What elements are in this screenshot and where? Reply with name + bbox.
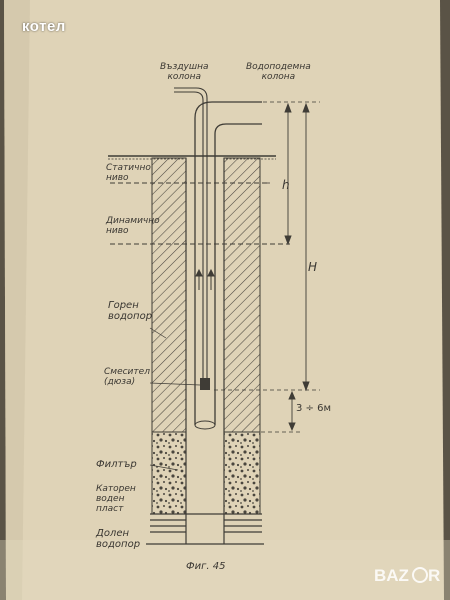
label-lower-aquitard: Долен водопор <box>96 528 141 550</box>
label-dim-depth: 3 ÷ 6м <box>296 403 332 414</box>
mixer-nozzle <box>200 378 210 390</box>
watermark-title: котел <box>22 18 66 35</box>
label-static-level: Статично ниво <box>106 163 151 183</box>
label-mixer: Смесител (дюза) <box>104 367 150 387</box>
label-lift-column: Водоподемна колона <box>246 62 311 82</box>
dimension-depth <box>288 390 296 432</box>
air-column <box>174 87 208 380</box>
label-aquifer: Каторен воден пласт <box>96 484 136 514</box>
label-dynamic-level: Динамично ниво <box>106 216 160 236</box>
label-filter: Филтър <box>96 459 137 470</box>
label-dim-h: h <box>282 178 290 192</box>
upper-aquitard-right <box>223 157 261 433</box>
upper-aquitard-left <box>151 157 187 433</box>
dimension-H <box>302 102 310 392</box>
svg-text:BAZ: BAZ <box>374 566 409 585</box>
bazar-logo: BAZ R <box>372 562 444 588</box>
lower-aquitard <box>146 513 264 545</box>
label-dim-H: H <box>308 260 318 274</box>
svg-text:R: R <box>428 566 440 585</box>
label-air-column: Въздушна колона <box>160 62 209 82</box>
flow-arrows <box>195 268 215 290</box>
lift-column <box>194 101 262 425</box>
aquifer-right <box>223 431 261 515</box>
aquifer-left <box>151 431 187 515</box>
dimension-h <box>284 102 292 246</box>
label-upper-aquitard: Горен водопор <box>108 300 153 322</box>
figure-caption: Фиг. 45 <box>186 561 226 572</box>
